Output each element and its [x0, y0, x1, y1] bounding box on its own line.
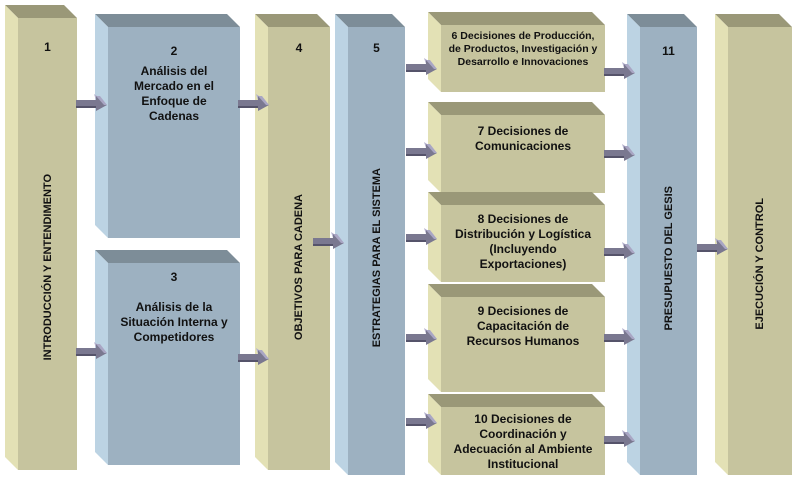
box-6-produccion: 6 Decisiones de Producción, de Productos…	[428, 12, 605, 92]
flow-arrow-icon	[238, 346, 270, 366]
box-10-label: 10 Decisiones de Coordinación y Adecuaci…	[453, 412, 593, 471]
flow-arrow-icon	[604, 240, 636, 260]
box-3-label: Análisis de la Situación Interna y Compe…	[120, 300, 228, 344]
box-1-number: 1	[44, 40, 51, 54]
box-11-label: PRESUPUESTO DEL GESIS	[662, 185, 675, 330]
box-11-number: 11	[662, 44, 675, 58]
box-1-introduccion: 1 INTRODUCCIÓN Y ENTENDIMENTO	[5, 5, 77, 470]
flow-arrow-icon	[76, 92, 108, 112]
box-8-distribucion: 8 Decisiones de Distribución y Logística…	[428, 192, 605, 282]
box-3-situacion-interna: 3 Análisis de la Situación Interna y Com…	[95, 250, 240, 465]
box-11-presupuesto: 11 PRESUPUESTO DEL GESIS	[627, 14, 697, 475]
box-2-number: 2	[170, 44, 178, 58]
flow-arrow-icon	[313, 230, 345, 250]
box-7-comunicaciones: 7 Decisiones de Comunicaciones	[428, 102, 605, 193]
box-2-analisis-mercado: 2 Análisis del Mercado en el Enfoque de …	[95, 14, 240, 238]
box-4-number: 4	[295, 41, 303, 55]
box-6-label: 6 Decisiones de Producción, de Productos…	[448, 30, 598, 68]
box-1-label: INTRODUCCIÓN Y ENTENDIMENTO	[41, 173, 54, 360]
box-8-label: 8 Decisiones de Distribución y Logística…	[454, 212, 592, 271]
box-12-ejecucion: EJECUCIÓN Y CONTROL	[715, 14, 792, 475]
box-7-label: 7 Decisiones de Comunicaciones	[474, 124, 572, 153]
flow-arrow-icon	[406, 326, 438, 346]
flow-arrow-icon	[76, 340, 108, 360]
box-9-capacitacion: 9 Decisiones de Capacitación de Recursos…	[428, 284, 605, 392]
box-5-estrategias: 5 ESTRATEGIAS PARA EL SISTEMA	[335, 14, 405, 475]
flow-arrow-icon	[604, 142, 636, 162]
flow-arrow-icon	[406, 410, 438, 430]
flow-arrow-icon	[604, 326, 636, 346]
box-10-coordinacion: 10 Decisiones de Coordinación y Adecuaci…	[428, 394, 605, 475]
flow-arrow-icon	[697, 236, 729, 256]
box-3-number: 3	[170, 270, 178, 284]
flow-arrow-icon	[406, 140, 438, 160]
flow-arrow-icon	[604, 428, 636, 448]
flow-arrow-icon	[406, 56, 438, 76]
box-9-label: 9 Decisiones de Capacitación de Recursos…	[466, 304, 580, 348]
box-2-label: Análisis del Mercado en el Enfoque de Ca…	[133, 64, 215, 123]
flow-arrow-icon	[238, 92, 270, 112]
flow-arrow-icon	[604, 60, 636, 80]
box-12-label: EJECUCIÓN Y CONTROL	[754, 198, 766, 330]
flow-arrow-icon	[406, 226, 438, 246]
box-5-number: 5	[373, 41, 380, 55]
box-5-label: ESTRATEGIAS PARA EL SISTEMA	[370, 167, 383, 347]
box-4-label: OBJETIVOS PARA CADENA	[293, 193, 305, 340]
